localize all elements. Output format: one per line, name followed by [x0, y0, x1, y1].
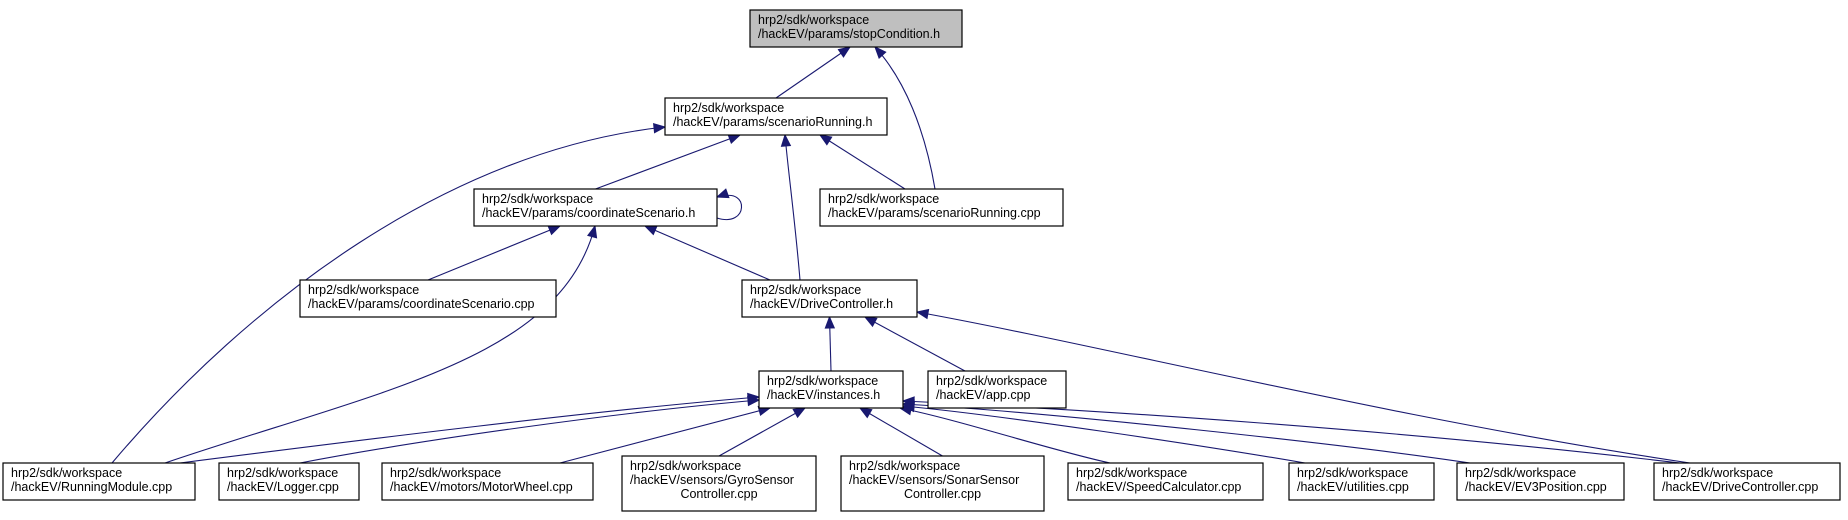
- node-label-line: hrp2/sdk/workspace: [750, 283, 861, 297]
- edge-speed-calculator-cpp-to-instances-h: [898, 405, 1111, 464]
- node-instances-h[interactable]: hrp2/sdk/workspace/hackEV/instances.h: [758, 370, 904, 409]
- edge-running-module-cpp-to-instances-h: [179, 392, 761, 464]
- nodes-layer: hrp2/sdk/workspace/hackEV/params/stopCon…: [2, 9, 1841, 512]
- node-speed-calculator-cpp[interactable]: hrp2/sdk/workspace/hackEV/SpeedCalculato…: [1067, 462, 1264, 501]
- node-logger-cpp[interactable]: hrp2/sdk/workspace/hackEV/Logger.cpp: [218, 462, 360, 501]
- node-ev3-position-cpp[interactable]: hrp2/sdk/workspace/hackEV/EV3Position.cp…: [1456, 462, 1625, 501]
- node-label-line: hrp2/sdk/workspace: [630, 459, 741, 473]
- node-label-line: hrp2/sdk/workspace: [849, 459, 960, 473]
- node-label-line: Controller.cpp: [680, 487, 757, 501]
- node-running-module-cpp[interactable]: hrp2/sdk/workspace/hackEV/RunningModule.…: [2, 462, 196, 501]
- node-label-line: Controller.cpp: [904, 487, 981, 501]
- node-box: [381, 462, 594, 501]
- edge-running-module-cpp-to-coordinate-scenario-h: [164, 224, 598, 464]
- node-label-line: /hackEV/utilities.cpp: [1297, 480, 1409, 494]
- node-box: [1288, 462, 1435, 501]
- edge-coordinate-scenario-h-to-scenario-running-h: [595, 134, 742, 190]
- node-label-line: /hackEV/DriveController.cpp: [1662, 480, 1818, 494]
- edges-layer: [111, 46, 1691, 464]
- node-drive-controller-h[interactable]: hrp2/sdk/workspace/hackEV/DriveControlle…: [741, 279, 918, 318]
- node-label-line: hrp2/sdk/workspace: [227, 466, 338, 480]
- node-scenario-running-cpp[interactable]: hrp2/sdk/workspace/hackEV/params/scenari…: [819, 188, 1064, 227]
- node-box: [758, 370, 904, 409]
- node-label-line: /hackEV/motors/MotorWheel.cpp: [390, 480, 573, 494]
- node-label-line: hrp2/sdk/workspace: [673, 101, 784, 115]
- node-label-line: /hackEV/SpeedCalculator.cpp: [1076, 480, 1241, 494]
- node-label-line: /hackEV/DriveController.h: [750, 297, 893, 311]
- node-label-line: /hackEV/params/scenarioRunning.h: [673, 115, 872, 129]
- edge-coordinate-scenario-cpp-to-coordinate-scenario-h: [427, 225, 562, 281]
- node-stop-condition-h: hrp2/sdk/workspace/hackEV/params/stopCon…: [749, 9, 963, 48]
- node-box: [473, 188, 718, 227]
- node-label-line: hrp2/sdk/workspace: [1297, 466, 1408, 480]
- edge-drive-controller-cpp-to-drive-controller-h: [915, 308, 1691, 464]
- node-label-line: hrp2/sdk/workspace: [1662, 466, 1773, 480]
- node-label-line: /hackEV/params/scenarioRunning.cpp: [828, 206, 1041, 220]
- node-coordinate-scenario-h[interactable]: hrp2/sdk/workspace/hackEV/params/coordin…: [473, 188, 718, 227]
- node-box: [1456, 462, 1625, 501]
- edge-running-module-cpp-to-scenario-running-h: [111, 123, 667, 464]
- node-motor-wheel-cpp[interactable]: hrp2/sdk/workspace/hackEV/motors/MotorWh…: [381, 462, 594, 501]
- node-label-line: /hackEV/params/coordinateScenario.cpp: [308, 297, 535, 311]
- node-label-line: hrp2/sdk/workspace: [758, 13, 869, 27]
- edge-instances-h-to-drive-controller-h: [824, 315, 836, 372]
- node-label-line: hrp2/sdk/workspace: [308, 283, 419, 297]
- node-box: [2, 462, 196, 501]
- node-box: [664, 97, 888, 136]
- node-label-line: /hackEV/RunningModule.cpp: [11, 480, 172, 494]
- node-box: [840, 455, 1045, 512]
- node-app-cpp[interactable]: hrp2/sdk/workspace/hackEV/app.cpp: [927, 370, 1067, 409]
- node-gyro-sensor-controller-cpp[interactable]: hrp2/sdk/workspace/hackEV/sensors/GyroSe…: [621, 455, 817, 512]
- edge-drive-controller-h-to-coordinate-scenario-h: [643, 225, 771, 281]
- node-label-line: hrp2/sdk/workspace: [482, 192, 593, 206]
- node-label-line: hrp2/sdk/workspace: [11, 466, 122, 480]
- node-scenario-running-h[interactable]: hrp2/sdk/workspace/hackEV/params/scenari…: [664, 97, 888, 136]
- edge-gyro-sensor-controller-cpp-to-instances-h: [718, 407, 807, 457]
- node-label-line: hrp2/sdk/workspace: [936, 374, 1047, 388]
- node-label-line: /hackEV/params/coordinateScenario.h: [482, 206, 695, 220]
- edge-sonar-sensor-controller-cpp-to-instances-h: [858, 407, 943, 457]
- node-box: [218, 462, 360, 501]
- edge-app-cpp-to-drive-controller-h: [863, 316, 966, 372]
- node-label-line: hrp2/sdk/workspace: [828, 192, 939, 206]
- node-label-line: /hackEV/params/stopCondition.h: [758, 27, 940, 41]
- edge-motor-wheel-cpp-to-instances-h: [559, 405, 772, 464]
- node-box: [1067, 462, 1264, 501]
- node-box: [927, 370, 1067, 409]
- node-label-line: hrp2/sdk/workspace: [767, 374, 878, 388]
- node-label-line: /hackEV/sensors/GyroSensor: [630, 473, 794, 487]
- node-label-line: /hackEV/Logger.cpp: [227, 480, 339, 494]
- node-box: [621, 455, 817, 512]
- edge-scenario-running-h-to-stop-condition-h: [775, 46, 852, 99]
- node-label-line: hrp2/sdk/workspace: [1076, 466, 1187, 480]
- node-label-line: /hackEV/app.cpp: [936, 388, 1031, 402]
- edge-scenario-running-cpp-to-scenario-running-h: [818, 134, 906, 190]
- node-box: [299, 279, 557, 318]
- edge-scenario-running-cpp-to-stop-condition-h: [874, 46, 936, 190]
- edge-ev3-position-cpp-to-instances-h: [901, 399, 1471, 464]
- node-box: [749, 9, 963, 48]
- node-drive-controller-cpp[interactable]: hrp2/sdk/workspace/hackEV/DriveControlle…: [1653, 462, 1841, 501]
- node-label-line: hrp2/sdk/workspace: [1465, 466, 1576, 480]
- node-label-line: /hackEV/EV3Position.cpp: [1465, 480, 1607, 494]
- node-sonar-sensor-controller-cpp[interactable]: hrp2/sdk/workspace/hackEV/sensors/SonarS…: [840, 455, 1045, 512]
- node-box: [741, 279, 918, 318]
- node-box: [819, 188, 1064, 227]
- node-label-line: /hackEV/sensors/SonarSensor: [849, 473, 1019, 487]
- node-box: [1653, 462, 1841, 501]
- node-label-line: /hackEV/instances.h: [767, 388, 880, 402]
- edge-coordinate-scenario-h-to-coordinate-scenario-h: [715, 188, 742, 221]
- node-utilities-cpp[interactable]: hrp2/sdk/workspace/hackEV/utilities.cpp: [1288, 462, 1435, 501]
- node-label-line: hrp2/sdk/workspace: [390, 466, 501, 480]
- edge-logger-cpp-to-instances-h: [299, 395, 761, 464]
- node-coordinate-scenario-cpp[interactable]: hrp2/sdk/workspace/hackEV/params/coordin…: [299, 279, 557, 318]
- edge-drive-controller-h-to-scenario-running-h: [780, 133, 801, 281]
